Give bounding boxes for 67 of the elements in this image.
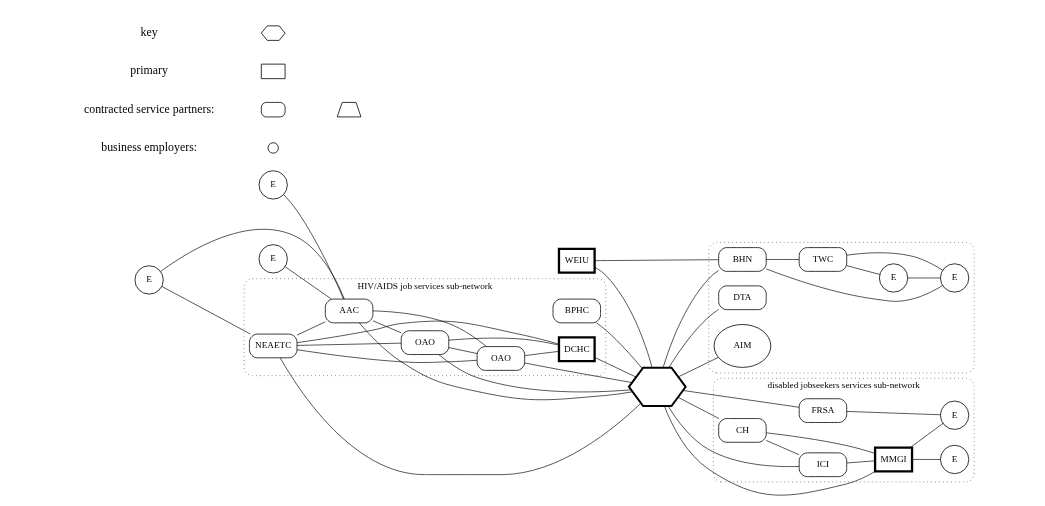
connector: [282, 194, 344, 300]
connector: [765, 259, 799, 260]
node-box: ICI: [798, 452, 847, 477]
connector: [593, 357, 636, 378]
connector: [682, 390, 799, 408]
legend-label: contracted service partners:: [83, 101, 214, 116]
node-box: NEAETC: [248, 333, 297, 359]
connector: [372, 320, 401, 334]
connector: [595, 322, 643, 369]
connector: [524, 362, 632, 383]
connector: [906, 277, 941, 279]
connector: [846, 411, 941, 416]
legend-label: business employers:: [100, 139, 197, 154]
node-box: CH: [717, 418, 767, 443]
connector: [448, 347, 477, 354]
connector: [663, 405, 876, 496]
node-ellipse: AIM: [713, 324, 771, 368]
connector: [911, 459, 941, 460]
node-box: AAC: [324, 298, 373, 324]
connector: [160, 286, 251, 335]
node-box: WEIU: [557, 247, 596, 274]
node-box: TWC: [798, 247, 847, 272]
connector: [846, 252, 943, 271]
node-box: BHN: [717, 247, 767, 272]
node-circle: E: [939, 444, 969, 475]
connector: [765, 432, 875, 454]
connector: [296, 342, 401, 346]
node-box: MMGI: [873, 446, 913, 473]
connector: [358, 322, 633, 401]
connector: [765, 268, 943, 302]
node-circle: E: [258, 170, 288, 200]
connector: [284, 266, 331, 300]
connector: [296, 349, 477, 363]
connector: [846, 265, 880, 275]
connector: [159, 229, 345, 300]
connector: [677, 357, 719, 378]
legend-label: key: [140, 25, 158, 40]
connector: [662, 270, 719, 368]
node-box: DTA: [717, 285, 767, 311]
node-circle: E: [258, 244, 288, 274]
connector: [296, 320, 559, 345]
legend-label: primary: [129, 63, 168, 78]
node-circle: E: [939, 263, 969, 293]
connector: [372, 310, 487, 347]
connector: [437, 354, 631, 393]
connector: [765, 440, 799, 455]
connector: [667, 405, 799, 467]
connector: [677, 396, 719, 419]
connector: [909, 423, 943, 448]
node-circle: E: [939, 400, 969, 430]
cluster: [707, 242, 974, 374]
node-hexagon: [627, 366, 687, 407]
connector: [523, 351, 559, 356]
node-box: FRSA: [798, 398, 847, 423]
connector: [593, 266, 652, 368]
node-circle: E: [878, 263, 908, 293]
node-circle: E: [134, 265, 164, 295]
node-box: BPHC: [552, 298, 601, 324]
connector: [593, 259, 719, 261]
connector: [296, 321, 326, 336]
connector: [668, 309, 719, 368]
connector: [846, 460, 875, 464]
connector: [279, 357, 641, 475]
node-box: OAO: [476, 346, 525, 371]
node-box: DCHC: [557, 336, 596, 363]
node-box: OAO: [400, 330, 449, 355]
connector: [448, 337, 559, 346]
